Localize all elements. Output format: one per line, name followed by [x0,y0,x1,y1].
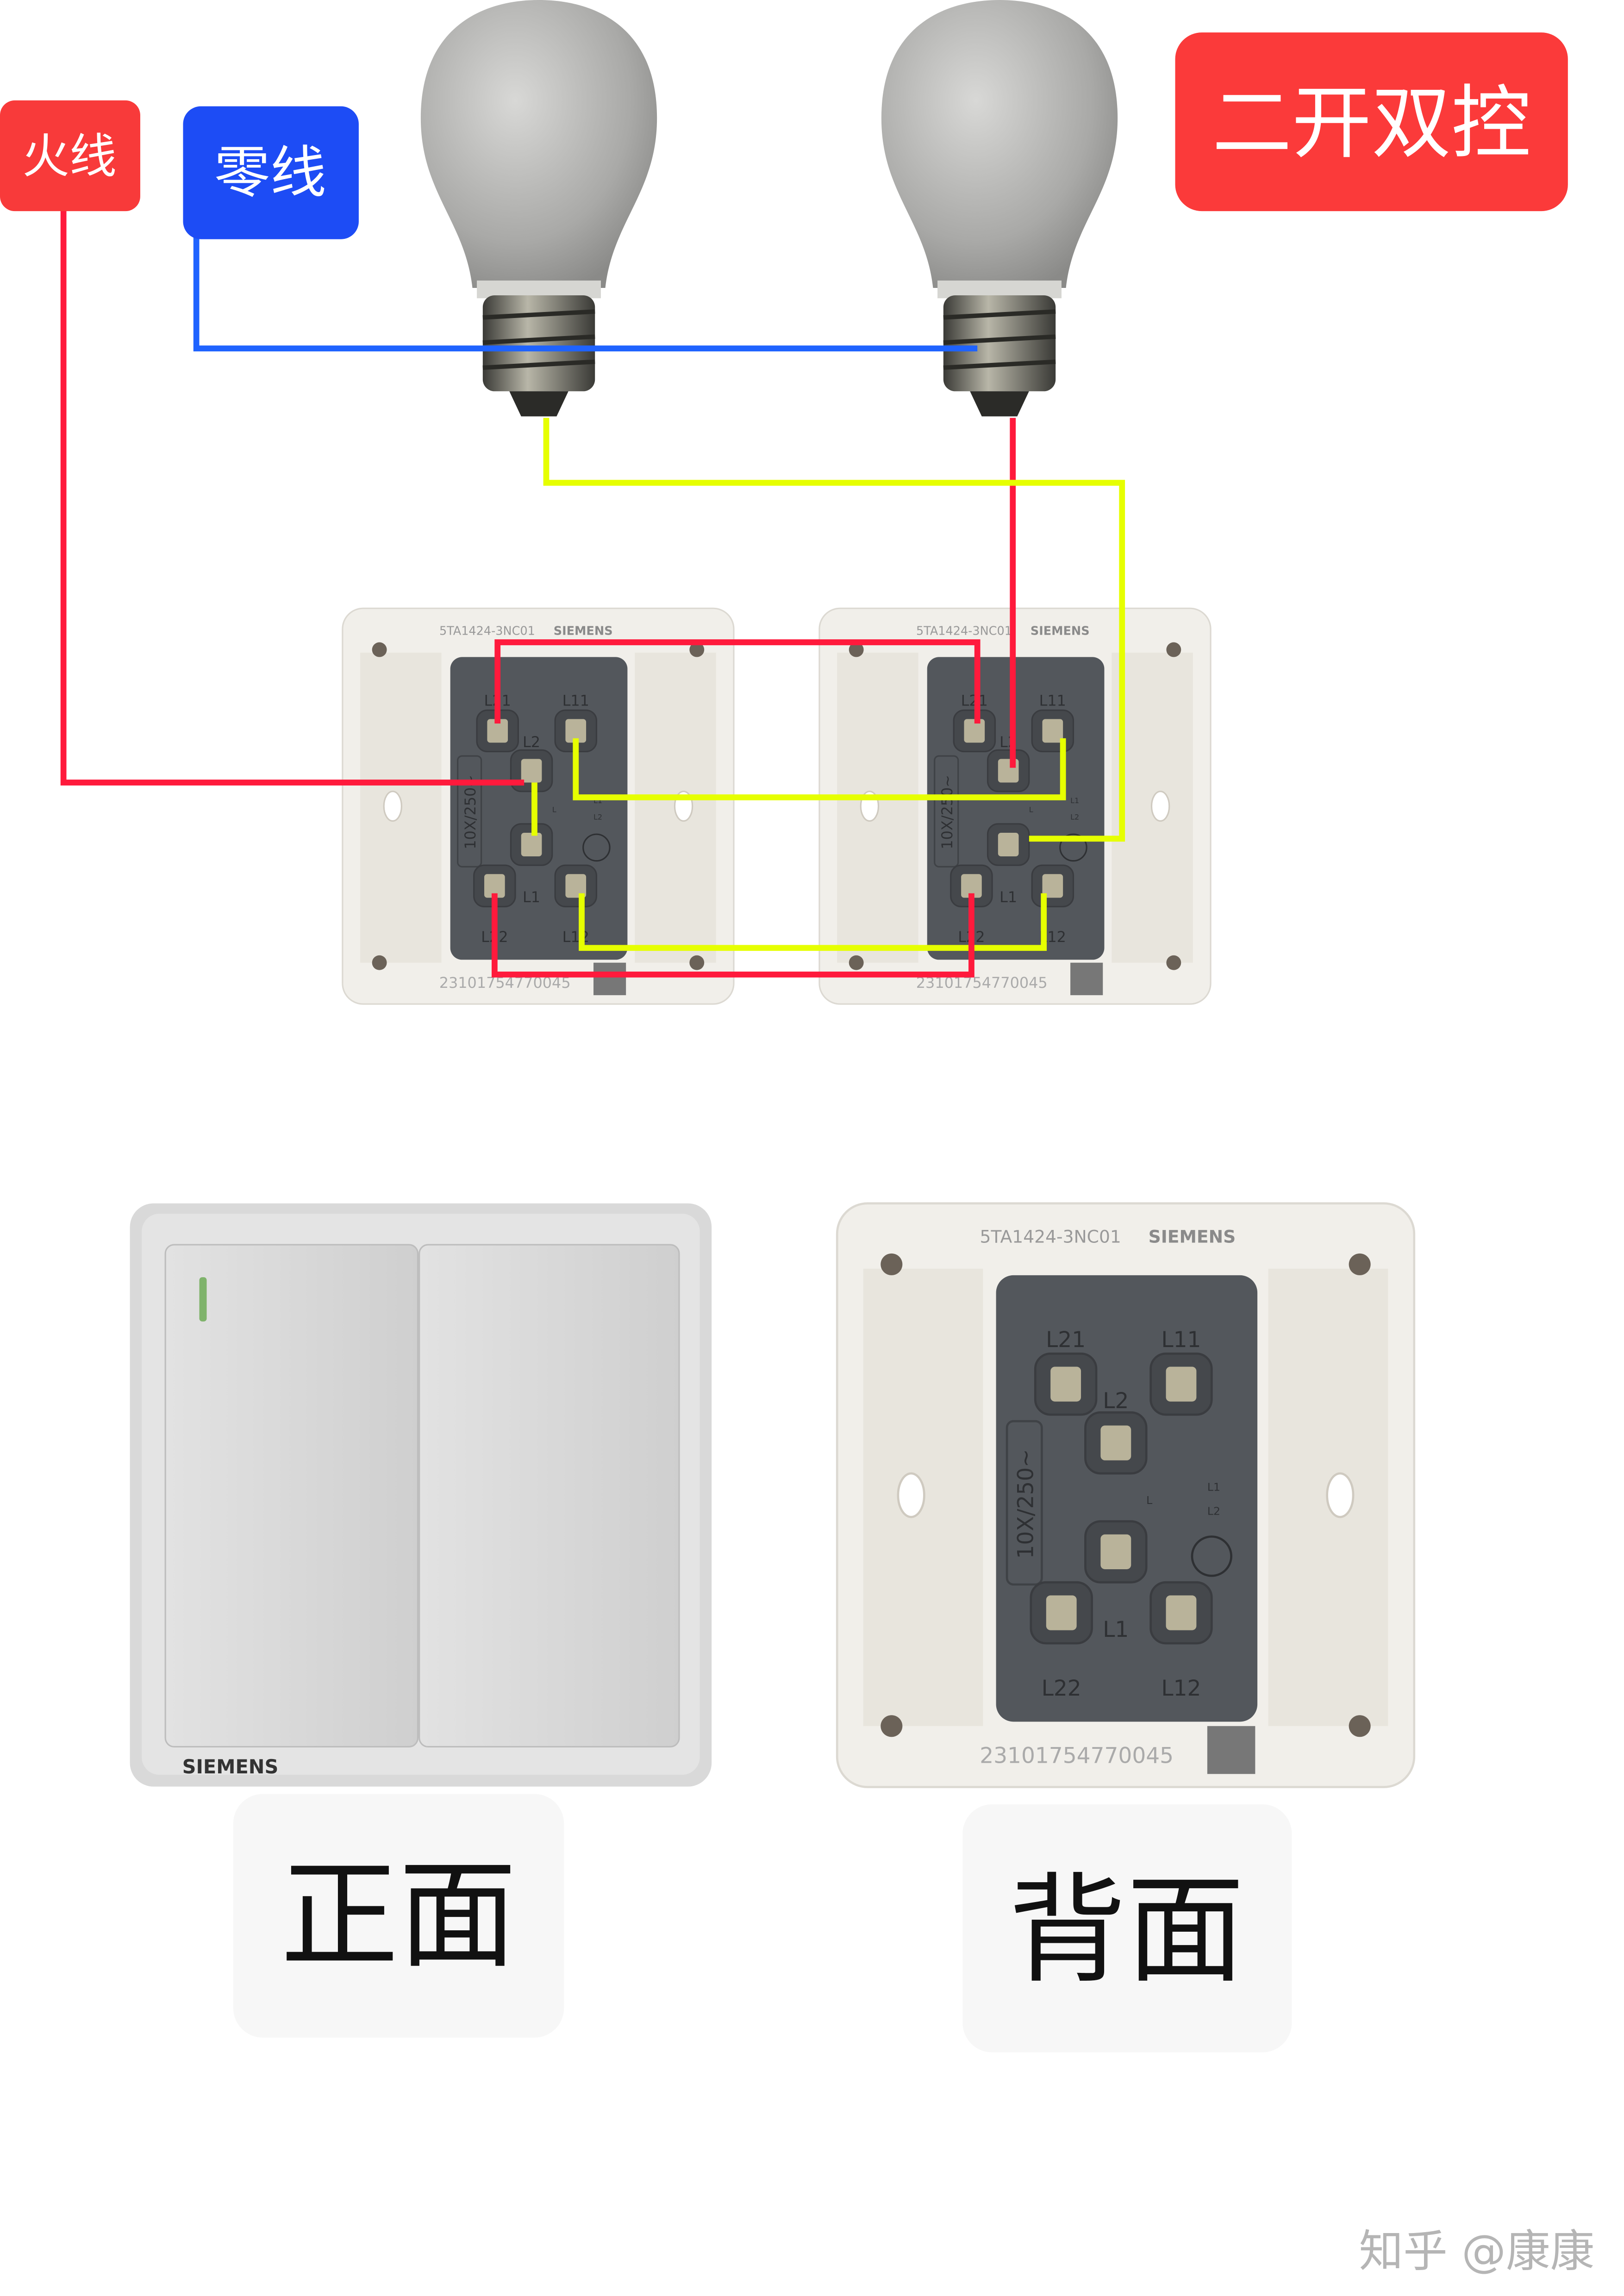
terminal-screw [1046,1595,1077,1630]
serial-number: 23101754770045 [980,1743,1174,1769]
terminal-label-l1: L1 [523,888,540,906]
ccc-mark [582,833,611,862]
terminal-screw [484,874,505,898]
front-caption: 正面 [281,1847,517,1984]
switch-back-photo: 5TA1424-3NC01 SIEMENS 23101754770045 10X/25… [836,1202,1416,1788]
mount-slot [1326,1472,1355,1518]
screw-hole [1349,1253,1371,1275]
screw-hole [1166,955,1181,970]
terminal-screw [1042,719,1063,743]
left-rocker [164,1244,419,1748]
brand: SIEMENS [554,624,613,638]
symbol-l1: L1 [1207,1481,1220,1494]
right-rocker [418,1244,680,1748]
screw-hole [849,955,864,970]
terminal-screw [487,719,508,743]
symbol-l2: L2 [593,812,602,821]
indicator-light [199,1277,207,1322]
screw-hole [689,642,705,657]
mount-slot [383,791,403,822]
terminal-label-l11: L11 [562,692,589,710]
mount-slot [1150,791,1170,822]
neutral-wire [193,236,978,352]
symbol-l1: L1 [1070,796,1079,805]
symbol-l: L [1029,805,1033,814]
rating-text: 10X/250~ [462,775,479,849]
mount-slot [897,1472,925,1518]
terminal-label-l1: L1 [1103,1617,1129,1642]
terminal-screw [565,719,587,743]
title-badge: 二开双控 [1175,32,1568,212]
terminal-label-l11: L11 [1161,1327,1201,1353]
traveler-l11 [573,738,1066,800]
rating-text: 10X/250~ [938,775,956,849]
terminal-label-l12: L12 [1161,1676,1201,1701]
screw-hole [372,642,387,657]
screw-hole [689,955,705,970]
terminal-label-l2: L2 [523,733,540,751]
rating-text: 10X/250~ [1013,1449,1039,1559]
brand: SIEMENS [1149,1226,1236,1247]
model-number: 5TA1424-3NC01 [980,1226,1121,1247]
terminal-screw [998,832,1019,857]
model-number: 5TA1424-3NC01 [916,624,1012,638]
screw-hole [881,1253,903,1275]
terminal-screw [1100,1425,1131,1460]
ccc-mark [1191,1535,1232,1577]
symbol-l2: L2 [1207,1504,1220,1517]
back-caption: 背面 [1008,1862,1244,1999]
screw-hole [372,955,387,970]
neutral-label: 零线 [183,106,359,239]
terminal-screw [964,719,985,743]
traveler-l12 [579,893,1047,951]
switch-front-photo: SIEMENS [130,1203,712,1787]
terminal-label-l2: L2 [1103,1388,1129,1414]
light-bulb-2 [881,0,1118,417]
terminal-screw [1050,1366,1081,1402]
live-label-text: 火线 [22,129,117,184]
model-number: 5TA1424-3NC01 [439,624,535,638]
terminal-screw [961,874,982,898]
ccc-mark [1059,833,1087,862]
terminal-label-l12: L12 [562,928,589,946]
terminal-label-l1: L1 [999,888,1017,906]
terminal-screw [1100,1534,1131,1570]
terminal-screw [521,759,542,783]
light-bulb-1 [420,0,657,417]
symbol-l: L [552,805,556,814]
terminal-screw [1166,1595,1197,1630]
terminal-screw [1166,1366,1197,1402]
screw-hole [881,1715,903,1737]
qr-code [1070,962,1103,995]
neutral-label-text: 零线 [214,140,326,206]
front-brand: SIEMENS [182,1756,279,1778]
terminal-label-l22: L22 [1042,1676,1081,1701]
terminal-screw [1042,874,1063,898]
symbol-l2: L2 [1070,812,1079,821]
screw-hole [1166,642,1181,657]
traveler-l22 [491,893,974,978]
terminal-screw [565,874,587,898]
brand: SIEMENS [1031,624,1090,638]
terminal-label-l21: L21 [1046,1327,1086,1353]
terminal-screw [521,832,542,857]
live-label: 火线 [0,100,140,212]
screw-hole [1349,1715,1371,1737]
title-text: 二开双控 [1212,76,1531,169]
qr-code [593,962,626,995]
qr-code [1207,1726,1255,1774]
watermark: 知乎 @康康 [1359,2225,1594,2277]
traveler-l21 [494,639,981,724]
screw-hole [849,642,864,657]
terminal-label-l11: L11 [1039,692,1066,710]
symbol-l: L [1146,1494,1152,1507]
live-wire-to-switch1-common [60,206,525,786]
bulb1-to-switch2-l1 [543,418,1125,842]
